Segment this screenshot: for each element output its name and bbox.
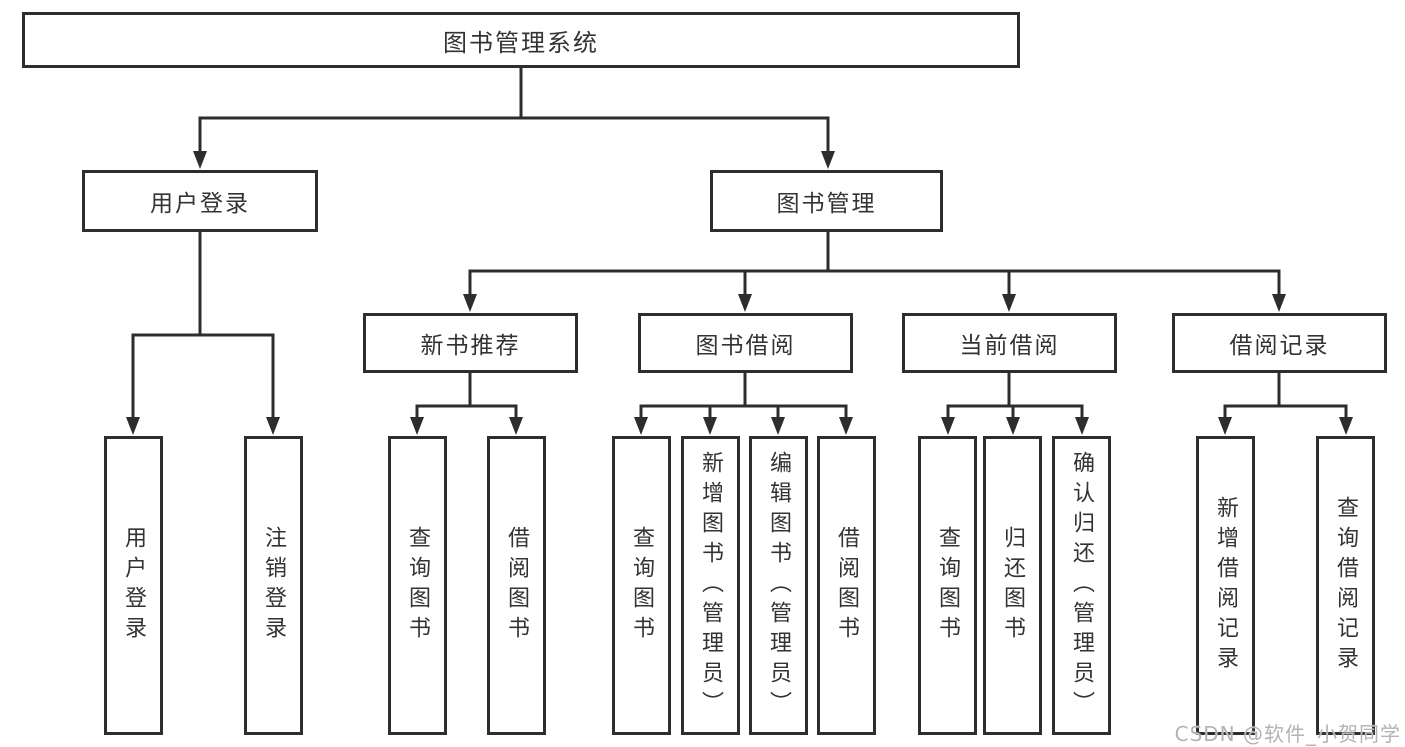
node-book-management: 图书管理: [710, 170, 943, 232]
node-user-login: 用户登录: [82, 170, 318, 232]
leaf-edit-books-admin: 编辑图书（管理员）: [749, 436, 808, 735]
leaf-borrow-books-recommend: 借阅图书: [487, 436, 546, 735]
leaf-query-borrow-record: 查询借阅记录: [1316, 436, 1375, 735]
leaf-add-borrow-record: 新增借阅记录: [1196, 436, 1255, 735]
node-book-borrowing: 图书借阅: [638, 313, 853, 373]
node-new-book-recommendation: 新书推荐: [363, 313, 578, 373]
leaf-return-books: 归还图书: [983, 436, 1042, 735]
leaf-query-books-recommend: 查询图书: [388, 436, 447, 735]
leaf-confirm-return-admin: 确认归还（管理员）: [1052, 436, 1111, 735]
leaf-borrow-books: 借阅图书: [817, 436, 876, 735]
leaf-add-books-admin: 新增图书（管理员）: [681, 436, 740, 735]
leaf-logout: 注销登录: [244, 436, 303, 735]
leaf-query-books-borrow: 查询图书: [612, 436, 671, 735]
leaf-user-login: 用户登录: [104, 436, 163, 735]
node-borrowing-records: 借阅记录: [1172, 313, 1387, 373]
csdn-watermark: CSDN @软件_小贺同学: [1174, 722, 1401, 746]
leaf-query-books-current: 查询图书: [918, 436, 977, 735]
node-current-borrowing: 当前借阅: [902, 313, 1117, 373]
node-library-management-system: 图书管理系统: [22, 12, 1020, 68]
